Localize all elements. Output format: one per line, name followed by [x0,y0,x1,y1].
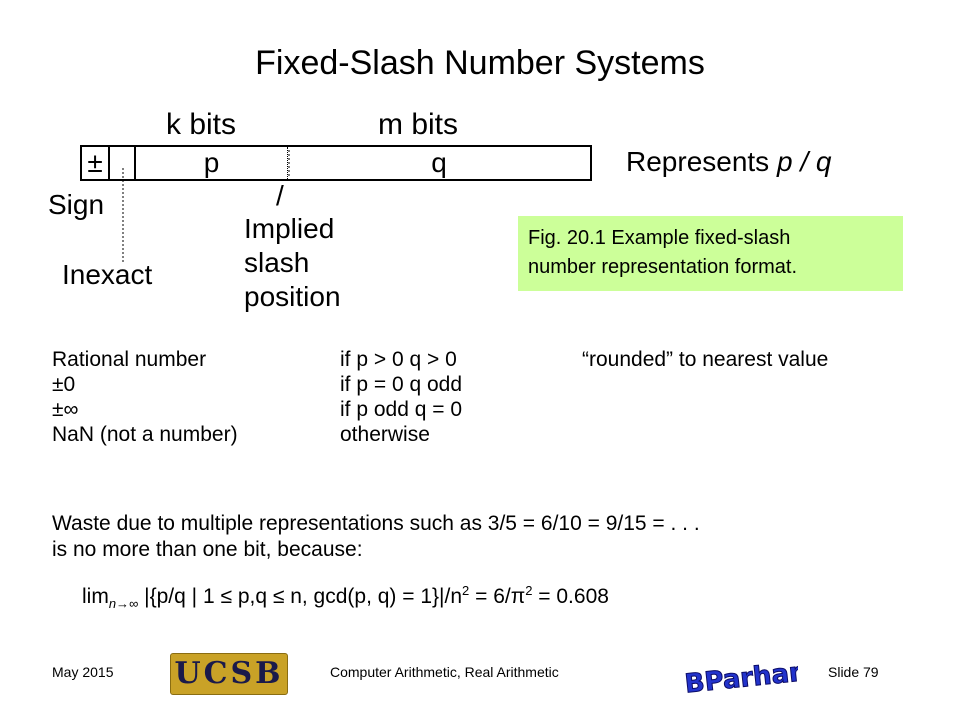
formula-body-a: |{p/q | 1 ≤ p,q ≤ n, gcd(p, q) = 1}|/n [138,585,463,608]
bparhami-signature-logo: BParhami [683,655,798,699]
case-name: ±∞ [52,398,79,421]
case-condition: if p = 0 q odd [340,373,463,396]
p-field: p [136,147,288,179]
case-condition: if p > 0 q > 0 [340,348,457,371]
signature-text: BParhami [683,655,798,699]
implied-label-line2: slash [244,247,310,278]
formula-body-c: = 0.608 [532,585,609,608]
waste-paragraph: Waste due to multiple representations su… [52,511,700,563]
represents-text: Represents p / q [626,146,831,178]
case-condition: otherwise [340,423,430,446]
m-bits-label: m bits [378,108,459,141]
formula-exponent-b: 2 [525,583,533,598]
represents-expression: p / q [776,146,832,177]
formula-subscript: n→∞ [108,596,139,612]
format-box: ± p q [80,145,592,181]
represents-label: Represents [626,146,770,177]
case-name: NaN (not a number) [52,423,238,446]
sign-label: Sign [48,189,105,220]
waste-line2: is no more than one bit, because: [52,538,363,561]
slash-mark: / [276,180,284,211]
slide-title: Fixed-Slash Number Systems [255,44,705,82]
sign-field: ± [82,147,110,179]
caption-line2: number representation format. [528,256,798,278]
formula-body-b: = 6/π [469,585,526,608]
footer-course: Computer Arithmetic, Real Arithmetic [330,664,559,680]
k-bits-label: k bits [166,108,237,141]
footer-slide-number: Slide 79 [828,664,879,680]
case-note: “rounded” to nearest value [582,348,829,371]
implied-label-line1: Implied [244,213,335,244]
inexact-field [110,147,136,179]
case-name: Rational number [52,348,207,371]
inexact-label: Inexact [62,259,153,290]
implied-slash-label: Implied slash position [244,212,341,314]
formula-lim: lim [82,585,109,608]
case-name: ±0 [52,373,76,396]
caption-line1: Fig. 20.1 Example fixed-slash [528,227,791,249]
case-condition: if p odd q = 0 [340,398,463,421]
footer-date: May 2015 [52,664,114,680]
formula-exponent-a: 2 [462,583,470,598]
figure-caption: Fig. 20.1 Example fixed-slash number rep… [518,216,903,291]
ucsb-logo: UCSB [170,653,288,695]
limit-formula: limn→∞ |{p/q | 1 ≤ p,q ≤ n, gcd(p, q) = … [82,583,609,611]
waste-line1: Waste due to multiple representations su… [52,512,700,535]
implied-label-line3: position [244,281,341,312]
q-field: q [431,147,447,178]
